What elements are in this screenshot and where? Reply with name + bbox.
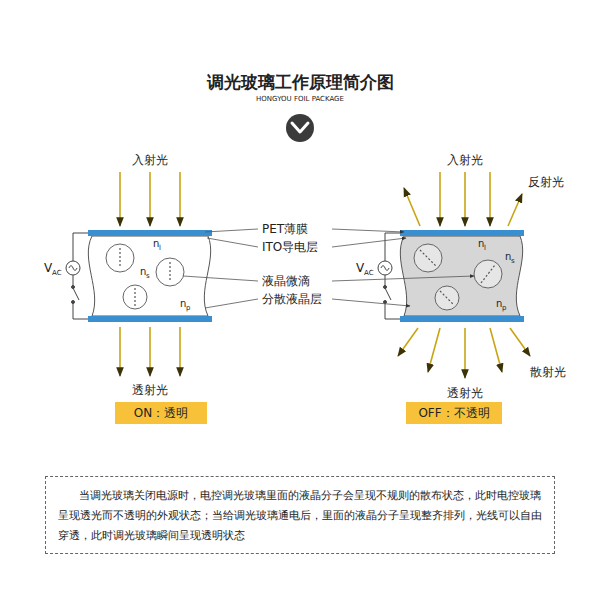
index-symbol: n: [478, 239, 484, 249]
glass-on: [88, 230, 212, 322]
ac-circuit: [66, 233, 400, 319]
voltage-symbol: V: [44, 262, 52, 274]
light-rays: [120, 172, 530, 378]
index-symbol: n: [140, 267, 146, 277]
ray-label: 反射光: [528, 176, 564, 188]
node-text: OFF：不透明: [412, 402, 496, 424]
index-subscript: s: [146, 273, 150, 280]
ray-label: 透射光: [132, 384, 168, 396]
voltage-symbol: V: [356, 262, 364, 274]
leader-lines: [183, 229, 474, 308]
voltage-subscript: AC: [364, 270, 374, 277]
subtitle: HONGYOU FOIL PACKAGE: [256, 96, 344, 103]
index-subscript: l: [484, 245, 486, 252]
title: 调光玻璃工作原理简介图: [207, 74, 394, 91]
ray-label: 入射光: [132, 154, 168, 166]
part-name: 液晶微滴: [262, 275, 310, 287]
part-name: PET薄膜: [262, 223, 308, 235]
state-box: ON：透明: [115, 402, 207, 424]
ray-label: 散射光: [530, 366, 566, 378]
index-subscript: p: [186, 305, 190, 312]
index-symbol: n: [505, 252, 511, 262]
node-text: ON：透明: [121, 402, 201, 424]
ray-label: 入射光: [447, 154, 483, 166]
glass-off: [400, 230, 524, 322]
voltage-subscript: AC: [52, 270, 62, 277]
ray-label: 透射光: [447, 387, 483, 399]
state-box: OFF：不透明: [406, 402, 502, 424]
node-text: 当调光玻璃关闭电源时，电控调光玻璃里面的液晶分子会呈现不规则的散布状态，此时电控…: [58, 485, 542, 545]
part-name: ITO导电层: [262, 241, 318, 253]
part-name: 分散液晶层: [262, 293, 322, 305]
index-subscript: l: [159, 245, 161, 252]
index-subscript: s: [511, 258, 515, 265]
note-box: 当调光玻璃关闭电源时，电控调光玻璃里面的液晶分子会呈现不规则的散布状态，此时电控…: [45, 476, 555, 554]
index-symbol: n: [180, 299, 186, 309]
index-subscript: p: [502, 305, 506, 312]
chevron-icon: [286, 114, 314, 142]
index-symbol: n: [496, 299, 502, 309]
index-symbol: n: [153, 239, 159, 249]
